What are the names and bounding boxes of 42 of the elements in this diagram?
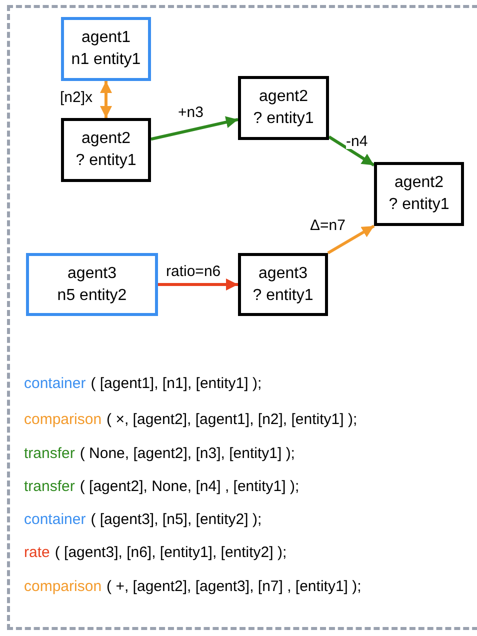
entity-box [374, 162, 464, 226]
node-text: ? entity1 [388, 195, 450, 215]
node-text: agent1 [82, 28, 130, 48]
function-keyword: rate [24, 543, 50, 563]
node-text: agent2 [394, 173, 444, 193]
entity-box [238, 76, 329, 140]
function-arguments: ( [agent1], [n1], [entity1] ); [90, 374, 262, 394]
arrow [150, 116, 238, 141]
arrow [158, 278, 238, 290]
function-keyword: comparison [24, 577, 102, 597]
function-keyword: comparison [24, 410, 102, 430]
function-arguments: ( [agent3], [n5], [entity2] ); [90, 510, 262, 530]
node-text: n5 entity2 [57, 286, 127, 306]
edge-label: ratio=n6 [166, 264, 221, 279]
function-keyword: transfer [24, 477, 75, 497]
edge-label: +n3 [178, 105, 204, 120]
entity-box [61, 118, 151, 182]
node-text: ? entity1 [76, 151, 136, 171]
function-arguments: ( ×, [agent2], [agent1], [n2], [entity1] ); [106, 410, 358, 430]
edge-label: -n4 [346, 134, 368, 149]
function-keyword: container [24, 374, 86, 394]
node-text: n1 entity1 [71, 50, 141, 70]
entity-box [238, 253, 328, 316]
node-text: agent2 [259, 87, 308, 107]
function-arguments: ( [agent3], [n6], [entity1], [entity2] ); [54, 543, 287, 563]
arrow [100, 81, 112, 118]
entity-box [61, 17, 151, 81]
function-arguments: ( None, [agent2], [n3], [entity1] ); [80, 444, 295, 464]
function-keyword: transfer [24, 444, 75, 464]
node-text: agent3 [258, 264, 308, 284]
arrow [328, 136, 375, 166]
function-arguments: ( +, [agent2], [agent3], [n7] , [entity1] ); [106, 577, 362, 597]
edge-label: [n2]x [60, 90, 93, 105]
arrow [327, 224, 375, 254]
node-text: ? entity1 [253, 109, 314, 129]
function-arguments: ( [agent2], None, [n4] , [entity1] ); [80, 477, 300, 497]
edge-label: Δ=n7 [310, 218, 346, 233]
entity-box [26, 253, 158, 316]
node-text: agent3 [68, 264, 116, 284]
node-text: agent2 [82, 129, 130, 149]
function-keyword: container [24, 510, 86, 530]
node-text: ? entity1 [252, 286, 314, 306]
